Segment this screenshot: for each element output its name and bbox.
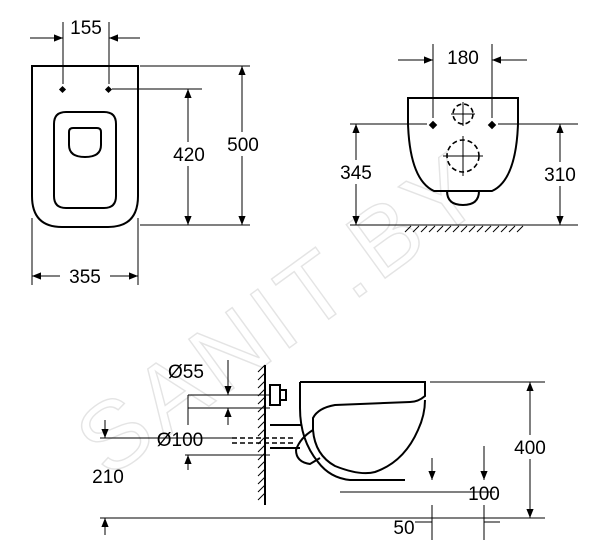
top-view-water-opening xyxy=(68,127,102,159)
top-view-bowl-outline xyxy=(31,65,139,228)
dim-310-label: 310 xyxy=(544,165,576,186)
dim-355-label: 355 xyxy=(69,267,101,288)
side-view-bowl-outline xyxy=(300,381,426,475)
front-view-outlet xyxy=(446,190,480,207)
dim-d100-label: Ø100 xyxy=(157,430,203,451)
front-view: 180 345 310 xyxy=(333,44,584,233)
top-view-mounting-hole-left xyxy=(58,85,67,94)
side-view-outlet-pipe xyxy=(270,424,302,449)
front-view-floor-hatch xyxy=(404,225,524,233)
watermark-text: SANIT.BY xyxy=(57,131,504,497)
dim-180-label: 180 xyxy=(447,48,479,69)
front-view-mounting-hole-left xyxy=(428,120,438,130)
dim-500-label: 500 xyxy=(227,135,259,156)
side-view-wall-bracket xyxy=(269,384,281,406)
side-view-wall-hatch xyxy=(257,364,266,501)
front-view-mounting-hole-right xyxy=(487,120,497,130)
dim-210-label: 210 xyxy=(92,467,124,488)
top-view-mounting-hole-right xyxy=(104,85,113,94)
dim-100-label: 100 xyxy=(468,484,500,505)
top-view: 155 420 500 355 xyxy=(30,18,266,288)
dim-155-label: 155 xyxy=(70,18,102,39)
side-view-trap xyxy=(294,429,321,466)
dim-50-label: 50 xyxy=(393,518,414,539)
top-view-bowl-inner xyxy=(53,111,117,209)
side-view: Ø55 Ø100 210 400 100 50 xyxy=(92,360,554,540)
dim-400-label: 400 xyxy=(514,438,546,459)
front-view-body-outline xyxy=(407,97,519,192)
dim-420-label: 420 xyxy=(173,145,205,166)
dim-d55-label: Ø55 xyxy=(168,362,204,383)
dim-345-label: 345 xyxy=(340,163,372,184)
